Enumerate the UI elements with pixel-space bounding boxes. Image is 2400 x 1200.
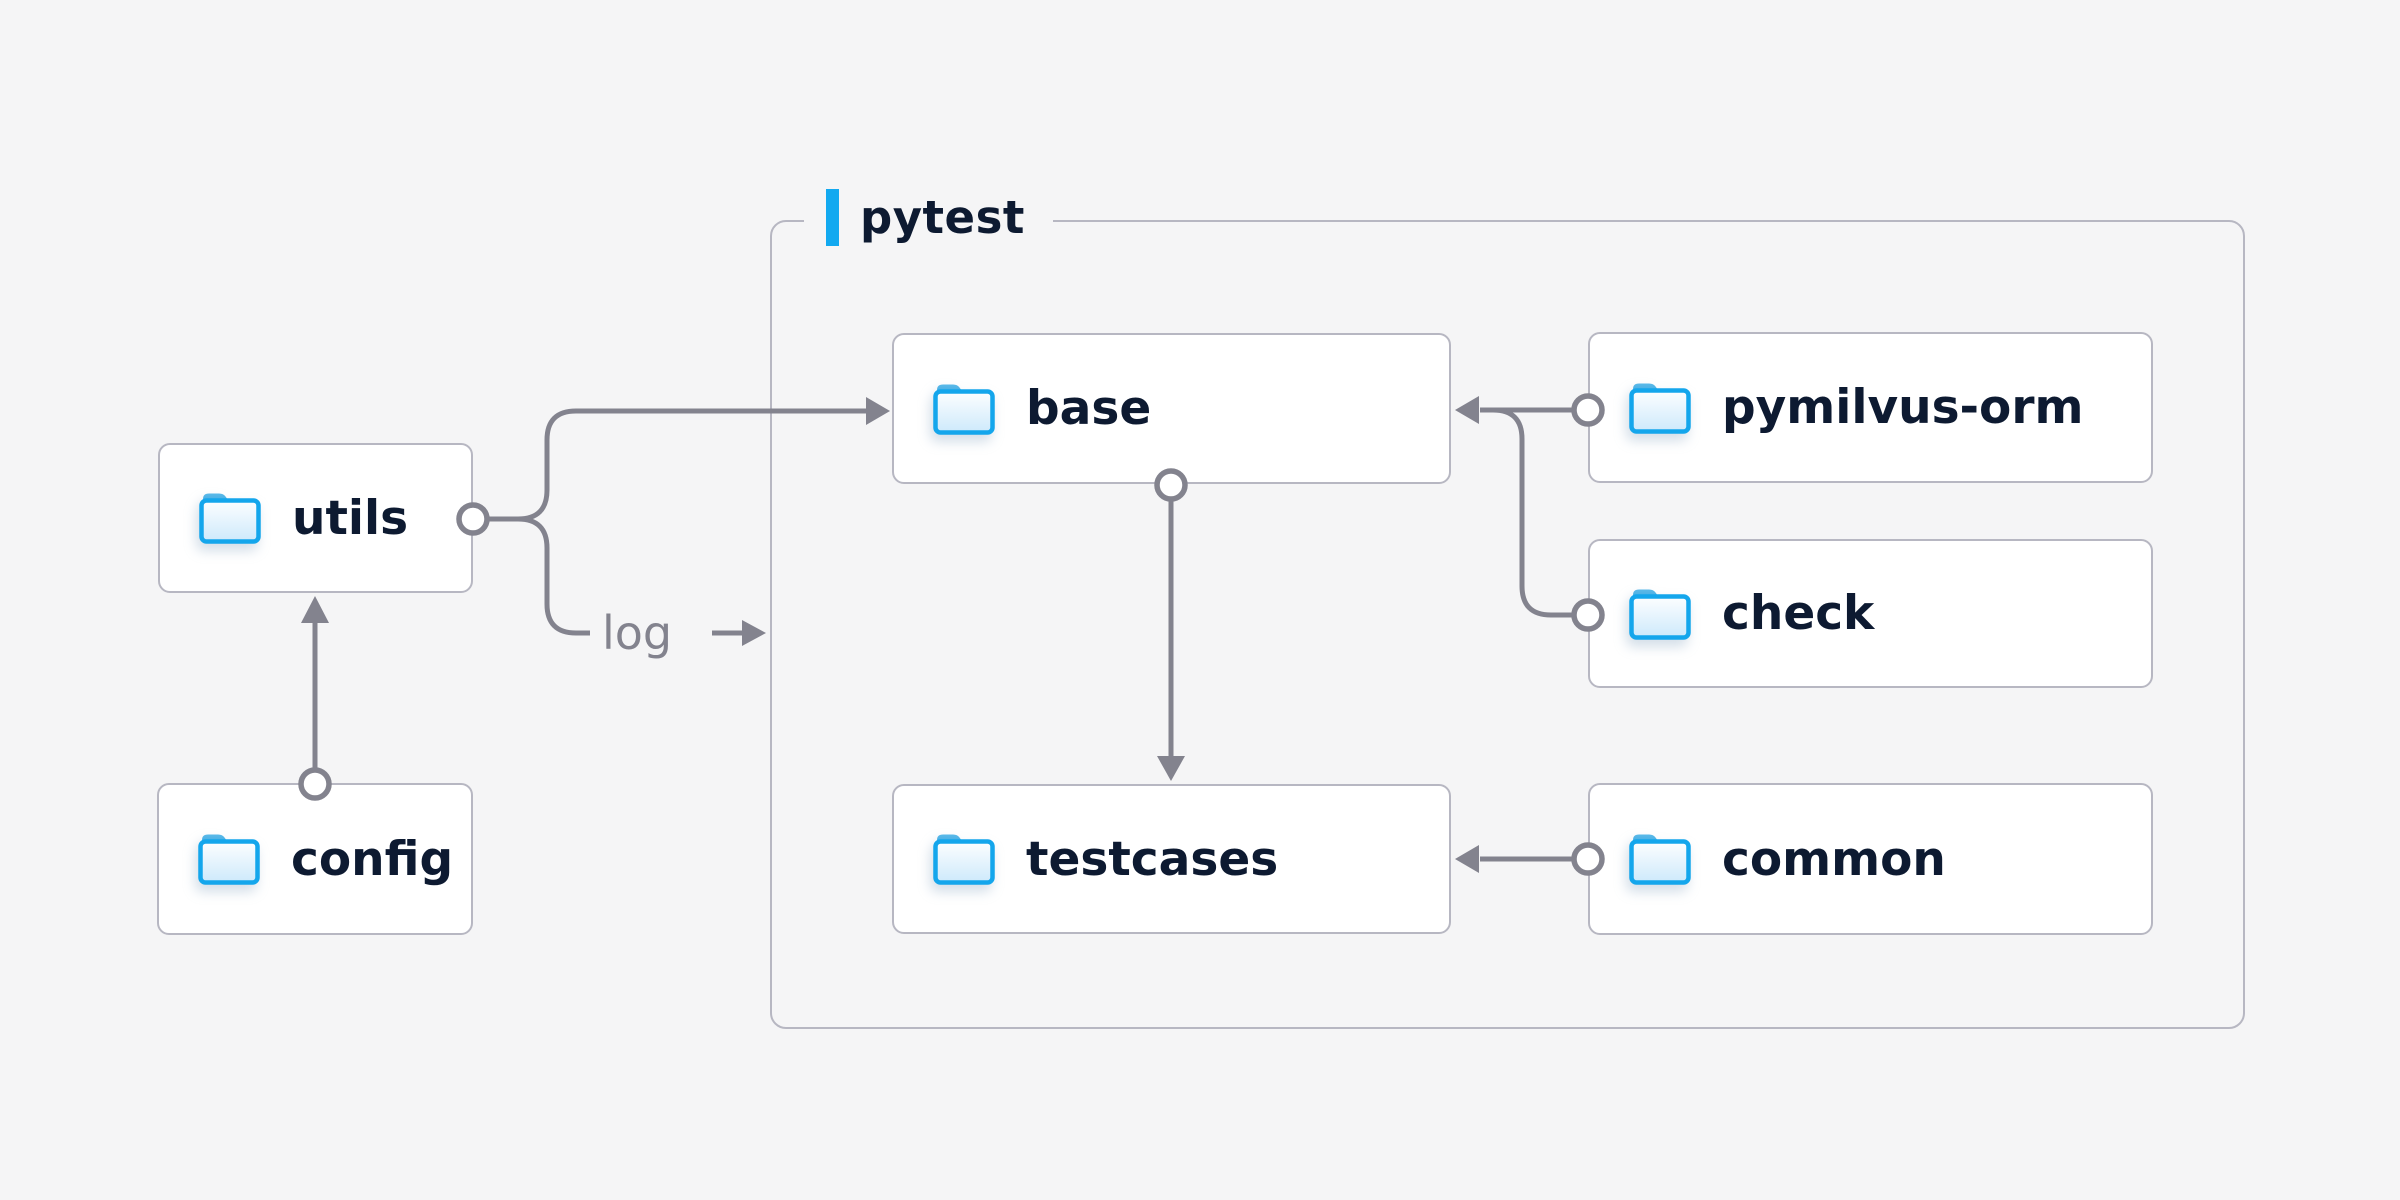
folder-icon — [1628, 587, 1692, 641]
node-base: base — [892, 333, 1451, 484]
node-label-testcases: testcases — [1026, 831, 1279, 887]
node-check: check — [1588, 539, 2153, 688]
folder-icon — [198, 491, 262, 545]
node-label-pymilvus-orm: pymilvus-orm — [1722, 380, 2084, 435]
folder-icon — [1628, 832, 1692, 886]
folder-icon — [197, 832, 261, 886]
node-common: common — [1588, 783, 2153, 935]
node-label-config: config — [291, 831, 454, 887]
folder-icon — [932, 832, 996, 886]
edge-utils-to-log — [517, 516, 590, 636]
node-config: config — [157, 783, 473, 935]
accent-bar — [826, 188, 839, 246]
pytest-group-label-text: pytest — [860, 190, 1025, 244]
node-label-common: common — [1722, 831, 1946, 887]
node-label-check: check — [1722, 586, 1875, 641]
folder-icon — [1628, 381, 1692, 435]
node-label-utils: utils — [292, 490, 409, 546]
arrowhead-into-utils — [301, 596, 329, 623]
node-label-base: base — [1026, 381, 1152, 436]
edge-label-log: log — [602, 606, 673, 660]
folder-icon — [932, 382, 996, 436]
pytest-group-box — [770, 220, 2245, 1029]
node-pymilvus-orm: pymilvus-orm — [1588, 332, 2153, 483]
node-testcases: testcases — [892, 784, 1451, 934]
pytest-group-label: pytest — [804, 186, 1053, 248]
arrowhead-log — [742, 620, 766, 646]
node-utils: utils — [158, 443, 473, 593]
